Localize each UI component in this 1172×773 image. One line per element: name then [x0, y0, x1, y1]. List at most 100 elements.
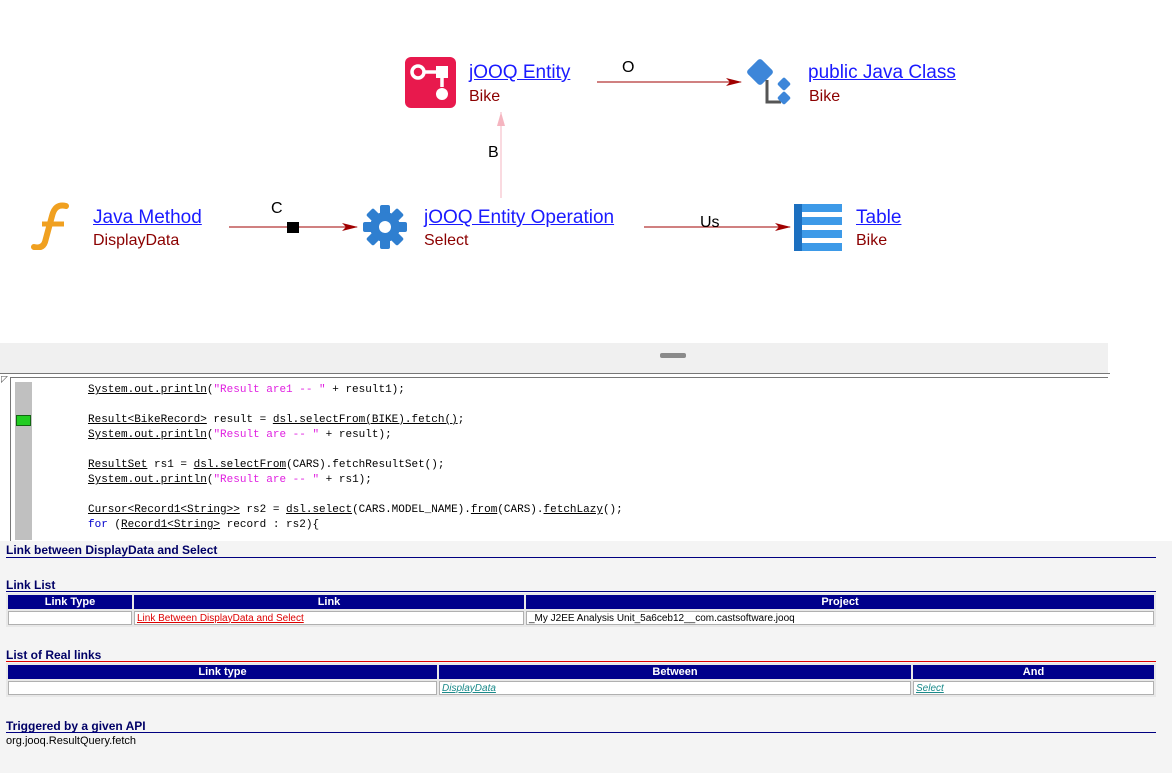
collapse-arrow-icon[interactable]: ◸	[1, 375, 8, 385]
node-type-label[interactable]: jOOQ Entity Operation	[424, 207, 615, 228]
edge-c-selection-handle[interactable]	[287, 222, 299, 233]
node-object-name: DisplayData	[93, 232, 180, 249]
code-line: System.out.println("Result are1 -- " + r…	[88, 383, 623, 398]
code-token: fetchLazy	[543, 504, 603, 516]
code-token: + rs1);	[319, 474, 372, 486]
code-token: (	[206, 474, 214, 486]
code-token: result =	[206, 414, 273, 426]
node-java-method[interactable]: Java Method DisplayData	[30, 202, 210, 254]
api-value: org.jooq.ResultQuery.fetch	[6, 735, 137, 747]
link-report-panel: Link between DisplayData and Select Link…	[0, 541, 1172, 773]
node-object-name: Bike	[809, 88, 841, 105]
and-object-link[interactable]: Select	[916, 682, 944, 694]
edge-label-o: O	[622, 59, 635, 76]
node-object-name: Select	[424, 232, 469, 249]
java-class-icon	[747, 59, 791, 105]
code-line: for (Record1<String> record : rs2){	[88, 518, 623, 533]
code-token: Result<BikeRecord>	[88, 414, 207, 426]
cell-and: Select	[913, 681, 1154, 695]
report-title: Link between DisplayData and Select	[6, 543, 218, 557]
code-token: dsl.select	[286, 504, 353, 516]
code-gutter	[15, 382, 32, 540]
node-object-name: Bike	[856, 232, 888, 249]
table-row: DisplayData Select	[8, 681, 1154, 695]
node-java-class[interactable]: public Java Class Bike	[745, 57, 965, 109]
node-jooq-entity-operation[interactable]: jOOQ Entity Operation Select	[362, 202, 632, 254]
java-method-icon	[31, 202, 69, 250]
code-token: rs2 =	[239, 504, 287, 516]
node-type-label[interactable]: Table	[856, 207, 902, 228]
code-token: Cursor<Record1<String>>	[88, 504, 240, 516]
code-string: "Result are1 -- "	[213, 384, 326, 396]
cell-between: DisplayData	[439, 681, 911, 695]
divider	[6, 557, 1156, 558]
code-token: dsl.selectFrom	[193, 459, 287, 471]
divider	[6, 591, 1156, 592]
code-string: "Result are -- "	[213, 429, 320, 441]
column-header: Between	[439, 665, 911, 679]
code-token: ResultSet	[88, 459, 148, 471]
splitter-grip-handle[interactable]	[660, 353, 686, 358]
table-row: Link Between DisplayData and Select _My …	[8, 611, 1154, 625]
code-lines: System.out.println("Result are1 -- " + r…	[88, 383, 623, 533]
edge-label-us: Us	[700, 214, 720, 231]
api-heading: Triggered by a given API	[6, 719, 146, 733]
node-object-name: Bike	[469, 88, 501, 105]
column-header: And	[913, 665, 1154, 679]
code-line: System.out.println("Result are -- " + re…	[88, 428, 623, 443]
code-token: System.out.println	[88, 474, 207, 486]
code-panel-border-left	[10, 378, 11, 542]
table-header-row: Link type Between And	[8, 665, 1154, 679]
code-token: ();	[602, 504, 623, 516]
link-list-table: Link Type Link Project Link Between Disp…	[6, 593, 1156, 627]
edge-label-b: B	[488, 144, 499, 161]
code-token: dsl.selectFrom(BIKE).fetch()	[272, 414, 458, 426]
code-token: + result);	[319, 429, 392, 441]
link-list-heading: Link List	[6, 578, 56, 592]
jooq-entity-icon	[405, 57, 456, 108]
divider	[6, 661, 1156, 662]
node-table[interactable]: Table Bike	[794, 202, 934, 254]
code-line: System.out.println("Result are -- " + rs…	[88, 473, 623, 488]
edge-label-c: C	[271, 200, 283, 217]
highlighted-line-marker[interactable]	[16, 415, 31, 426]
code-token: System.out.println	[88, 384, 207, 396]
graph-view: O B C Us jOOQ Entity Bike public Java Cl…	[0, 0, 1172, 343]
panel-splitter[interactable]	[0, 343, 1108, 373]
edge-layer	[229, 78, 791, 233]
code-line	[88, 443, 623, 458]
cell-link-type	[8, 681, 437, 695]
between-object-link[interactable]: DisplayData	[442, 682, 496, 694]
link-between-link[interactable]: Link Between DisplayData and Select	[137, 612, 304, 624]
code-string: "Result are -- "	[213, 474, 320, 486]
cell-project: _My J2EE Analysis Unit_5a6ceb12__com.cas…	[526, 611, 1154, 625]
code-line: Result<BikeRecord> result = dsl.selectFr…	[88, 413, 623, 428]
code-line: Cursor<Record1<String>> rs2 = dsl.select…	[88, 503, 623, 518]
column-header: Link type	[8, 665, 437, 679]
code-token: System.out.println	[88, 429, 207, 441]
source-code-viewer[interactable]: ◸ System.out.println("Result are1 -- " +…	[0, 373, 1110, 542]
cell-link: Link Between DisplayData and Select	[134, 611, 524, 625]
column-header: Link	[134, 595, 524, 609]
code-panel-border	[10, 377, 1108, 378]
gear-icon	[363, 205, 407, 249]
code-token: (	[107, 519, 122, 531]
real-links-table: Link type Between And DisplayData Select	[6, 663, 1156, 697]
node-type-label[interactable]: Java Method	[93, 207, 202, 228]
code-token: record : rs2){	[220, 519, 320, 531]
node-jooq-entity[interactable]: jOOQ Entity Bike	[405, 57, 585, 109]
code-token: (CARS).fetchResultSet();	[286, 459, 445, 471]
table-icon	[794, 204, 842, 251]
code-token: (CARS).	[497, 504, 544, 516]
node-type-label[interactable]: jOOQ Entity	[469, 62, 571, 83]
cell-link-type	[8, 611, 132, 625]
node-type-label[interactable]: public Java Class	[808, 62, 956, 83]
code-token: + result1);	[325, 384, 405, 396]
code-line	[88, 488, 623, 503]
divider	[6, 732, 1156, 733]
code-token: Record1<String>	[121, 519, 221, 531]
code-line: ResultSet rs1 = dsl.selectFrom(CARS).fet…	[88, 458, 623, 473]
code-keyword: for	[88, 519, 108, 531]
code-token: (	[206, 384, 214, 396]
code-line	[88, 398, 623, 413]
